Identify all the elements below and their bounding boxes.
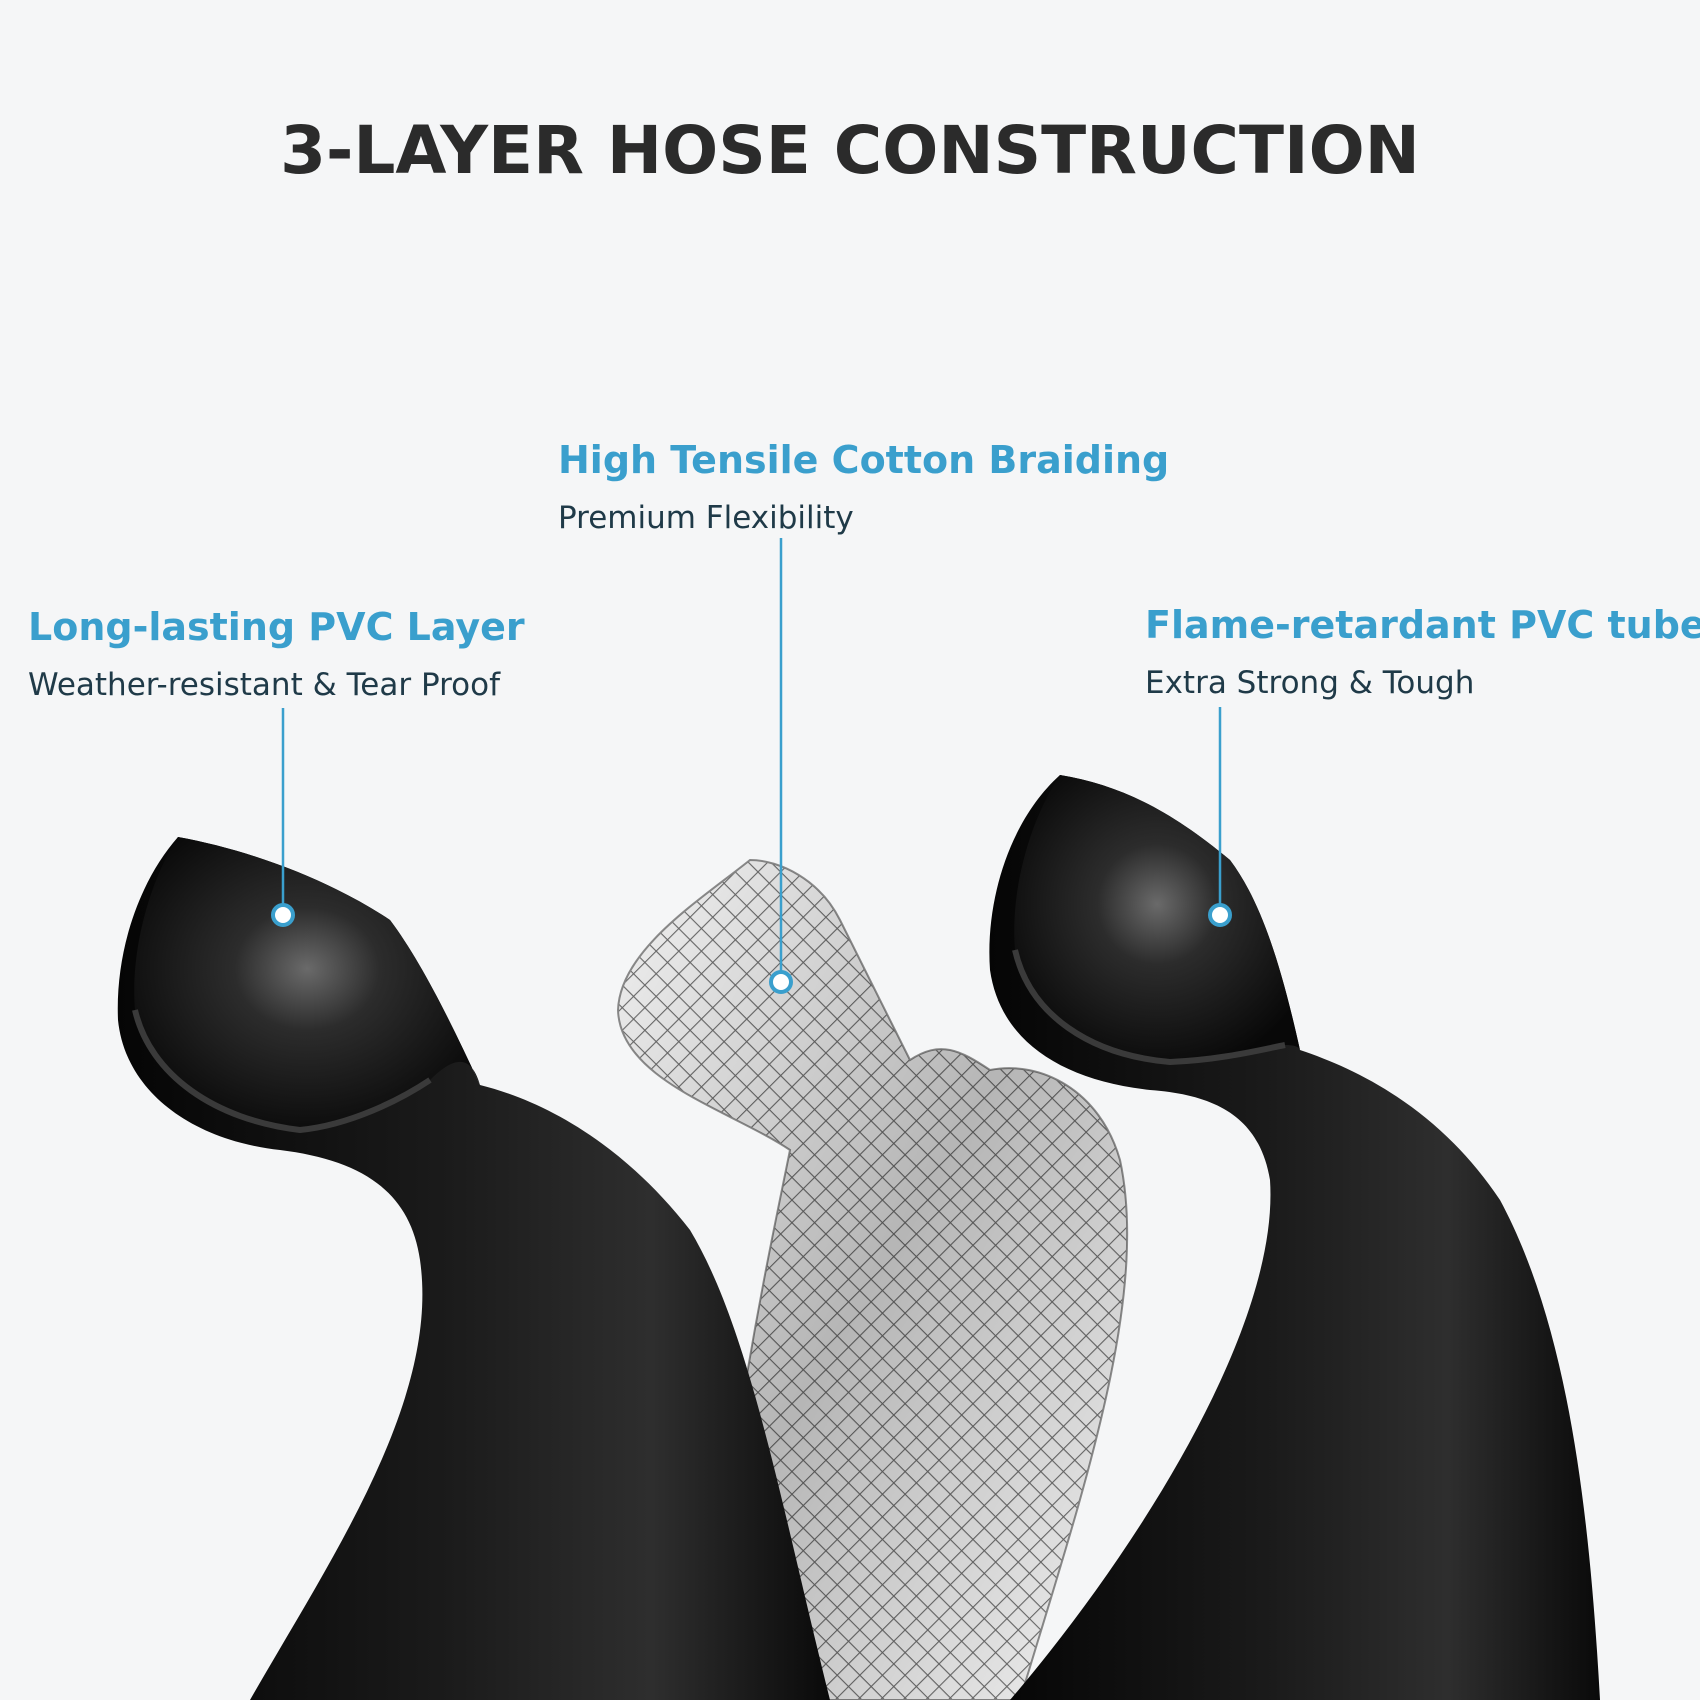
outer-pvc-hose [117, 837, 830, 1700]
marker-dot-inner [1208, 903, 1232, 927]
callout-inner-subtitle: Extra Strong & Tough [1145, 664, 1475, 701]
leader-line-middle [769, 538, 793, 994]
callout-outer-subtitle: Weather-resistant & Tear Proof [28, 666, 501, 703]
page-title: 3-LAYER HOSE CONSTRUCTION [280, 112, 1420, 189]
callout-outer-layer: Long-lasting PVC Layer Weather-resistant… [28, 605, 525, 704]
leader-line-inner [1208, 707, 1232, 927]
callout-outer-title: Long-lasting PVC Layer [28, 605, 525, 649]
callout-middle-layer: High Tensile Cotton Braiding Premium Fle… [558, 438, 1169, 537]
callout-inner-title: Flame-retardant PVC tube [1145, 603, 1700, 647]
marker-dot-outer [271, 903, 295, 927]
callout-middle-subtitle: Premium Flexibility [558, 499, 854, 536]
callout-inner-layer: Flame-retardant PVC tube Extra Strong & … [1145, 603, 1700, 702]
inner-pvc-hose [989, 775, 1600, 1700]
leader-line-outer [271, 708, 295, 927]
callout-middle-title: High Tensile Cotton Braiding [558, 438, 1170, 482]
marker-dot-middle [769, 970, 793, 994]
